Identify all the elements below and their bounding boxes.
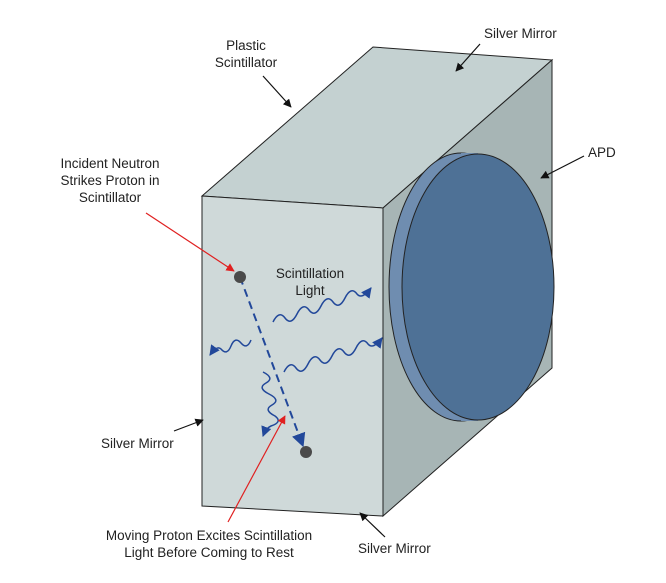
front-face xyxy=(201,195,384,517)
label-scintillation-line2: Light xyxy=(295,283,325,298)
silver-bottom-leader xyxy=(359,512,386,538)
label-incident-line3: Scintillator xyxy=(79,190,142,205)
label-plastic-line2: Scintillator xyxy=(215,55,278,70)
silver-left-leader xyxy=(173,418,204,432)
proton-start xyxy=(234,271,246,283)
light-arrow-upper-right xyxy=(272,287,372,323)
proton-track xyxy=(239,276,306,448)
light-arrow-middle-right xyxy=(283,337,383,373)
apd-face xyxy=(401,153,555,421)
label-incident-line2: Strikes Proton in xyxy=(60,173,159,188)
label-incident-line1: Incident Neutron xyxy=(60,156,159,171)
label-moving-proton-line2: Light Before Coming to Rest xyxy=(124,545,294,560)
label-scintillation-line1: Scintillation xyxy=(276,266,344,281)
light-arrow-left xyxy=(209,339,252,356)
label-plastic-line1: Plastic xyxy=(226,38,266,53)
label-moving-proton-line1: Moving Proton Excites Scintillation xyxy=(106,528,312,543)
silver-top-leader xyxy=(455,43,481,72)
label-silver-mirror-bottom: Silver Mirror xyxy=(358,541,431,556)
light-arrow-down-left xyxy=(261,371,279,437)
label-silver-mirror-left: Silver Mirror xyxy=(101,436,174,451)
label-apd: APD xyxy=(588,145,616,160)
plastic-leader xyxy=(262,75,292,108)
apd-leader xyxy=(540,155,585,179)
label-silver-mirror-top: Silver Mirror xyxy=(484,26,557,41)
incident-leader xyxy=(145,212,235,272)
proton-end xyxy=(300,446,312,458)
moving-proton-leader xyxy=(227,415,286,523)
